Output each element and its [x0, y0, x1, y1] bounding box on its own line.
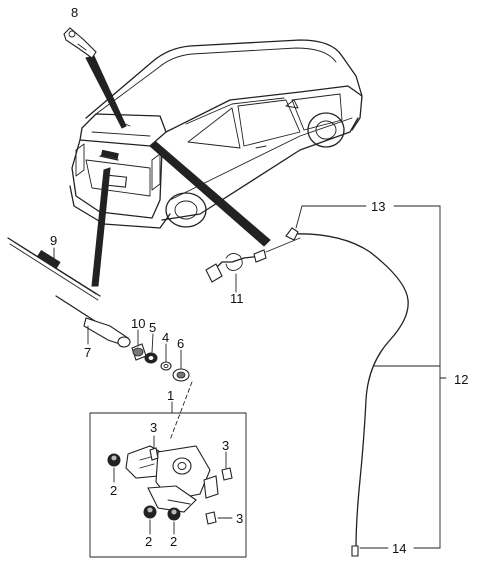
callout-3-right: 3: [222, 438, 229, 453]
callout-6: 6: [177, 336, 184, 351]
callout-labels: 8 9 13 11 10 5 4 6 7 12 1 3 3 2 3 2 2 14: [50, 5, 468, 556]
car-illustration: [69, 39, 363, 229]
bolt-3-top: [149, 447, 159, 461]
pointer-wedges: [85, 55, 271, 287]
part-6-grommet: [172, 368, 190, 382]
callout-2-bottom-left: 2: [145, 534, 152, 549]
bushing-2-bottom-right: [167, 507, 181, 521]
part-9-wiper-blade: [7, 237, 101, 301]
part-10-cap: [131, 343, 147, 361]
callout-10: 10: [131, 316, 145, 331]
callout-7: 7: [84, 345, 91, 360]
bushing-2-left: [107, 453, 121, 467]
callout-5: 5: [149, 320, 156, 335]
callout-2-left: 2: [110, 483, 117, 498]
part-11-connector: [205, 249, 267, 283]
motor-assembly-box: [89, 381, 247, 558]
bolt-3-right: [221, 467, 233, 481]
callout-3-top: 3: [150, 420, 157, 435]
part-7-wiper-arm: [55, 295, 131, 348]
callout-14: 14: [392, 541, 406, 556]
callout-3-bottom: 3: [236, 511, 243, 526]
callout-1: 1: [167, 388, 174, 403]
bolt-3-bottom: [205, 511, 217, 525]
washer-hose: [265, 227, 409, 557]
part-4-washer: [160, 361, 172, 371]
callout-13: 13: [371, 199, 385, 214]
part-5-nut: [144, 352, 158, 364]
callout-8: 8: [71, 5, 78, 20]
bushing-2-bottom-left: [143, 505, 157, 519]
callout-2-bottom-right: 2: [170, 534, 177, 549]
callout-4: 4: [162, 330, 169, 345]
callout-9: 9: [50, 233, 57, 248]
callout-12: 12: [454, 372, 468, 387]
leader-lines: [53, 205, 447, 549]
callout-11: 11: [230, 291, 244, 306]
part-8-washer-nozzle: [63, 27, 97, 59]
